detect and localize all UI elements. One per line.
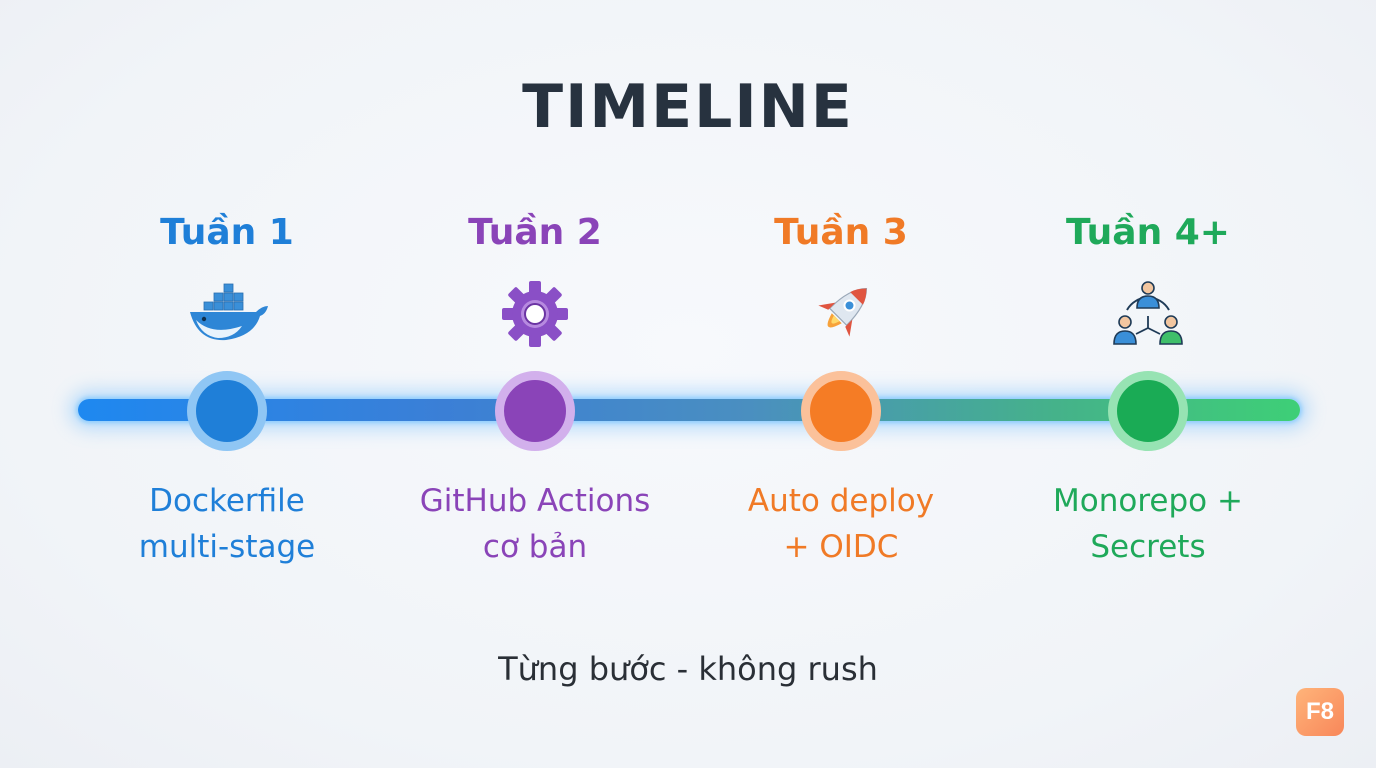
timeline-node-4 — [1108, 371, 1188, 451]
f8-logo-badge: F8 — [1296, 688, 1344, 736]
docker-whale-icon — [182, 276, 272, 352]
timeline-track — [78, 399, 1300, 421]
timeline-node-1 — [187, 371, 267, 451]
step-description-1: Dockerfile multi-stage — [138, 483, 316, 565]
week-label-2: Tuần 2 — [468, 212, 602, 253]
week-label-4: Tuần 4+ — [1066, 212, 1230, 253]
step-description-2: GitHub Actions cơ bản — [419, 483, 651, 565]
week-label-1: Tuần 1 — [160, 212, 294, 253]
page-title: TIMELINE — [522, 72, 854, 142]
gear-icon — [490, 276, 580, 352]
timeline-node-3 — [801, 371, 881, 451]
step-description-3: Auto deploy + OIDC — [747, 483, 935, 565]
week-label-3: Tuần 3 — [774, 212, 908, 253]
rocket-icon — [796, 276, 886, 352]
subtitle: Từng bước - không rush — [498, 650, 878, 688]
step-description-4: Monorepo + Secrets — [1053, 483, 1243, 565]
timeline-node-2 — [495, 371, 575, 451]
team-network-icon — [1103, 276, 1193, 352]
